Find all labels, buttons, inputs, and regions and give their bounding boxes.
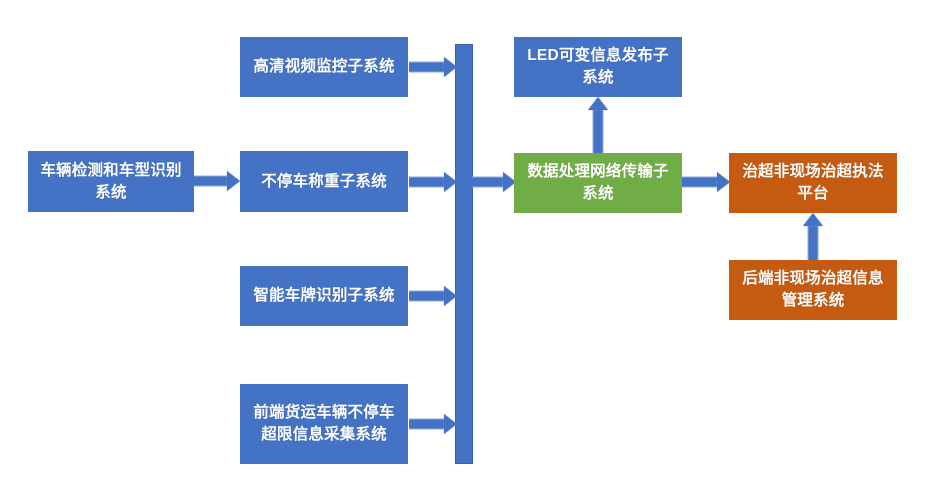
connector-arrow-data-processing-to-led	[588, 97, 608, 154]
node-smart-plate-recognition[interactable]: 智能车牌识别子系统	[240, 266, 408, 326]
connector-arrow-hd-video-to-bus	[409, 57, 457, 77]
node-label: 前端货运车辆不停车超限信息采集系统	[253, 404, 395, 443]
node-label: LED可变信息发布子系统	[527, 47, 669, 86]
arrow-head-icon	[803, 213, 823, 226]
node-data-processing-network[interactable]: 数据处理网络传输子系统	[514, 153, 682, 213]
node-led-info-release[interactable]: LED可变信息发布子系统	[514, 37, 682, 97]
node-backend-info-management[interactable]: 后端非现场治超信息管理系统	[729, 260, 897, 320]
node-label: 治超非现场治超执法平台	[742, 163, 884, 202]
arrow-shaft	[472, 176, 504, 188]
connector-arrow-plate-to-bus	[409, 286, 457, 306]
node-label: 后端非现场治超信息管理系统	[742, 270, 884, 309]
node-hd-video-surveillance[interactable]: 高清视频监控子系统	[240, 37, 408, 97]
arrow-shaft	[409, 290, 445, 302]
arrow-shaft	[409, 418, 445, 430]
connector-arrow-data-processing-to-enforcement	[682, 172, 730, 192]
node-enforcement-platform[interactable]: 治超非现场治超执法平台	[729, 153, 897, 213]
node-label: 高清视频监控子系统	[253, 58, 395, 75]
node-front-end-overload-collection[interactable]: 前端货运车辆不停车超限信息采集系统	[240, 384, 408, 464]
node-label: 数据处理网络传输子系统	[527, 163, 669, 202]
arrow-shaft	[592, 109, 604, 154]
connector-arrow-bus-to-data-processing	[472, 172, 516, 192]
node-vehicle-detection[interactable]: 车辆检测和车型识别系统	[28, 151, 194, 212]
arrow-shaft	[682, 176, 718, 188]
arrow-shaft	[409, 61, 445, 73]
connector-arrow-weigh-to-bus	[409, 172, 457, 192]
arrow-shaft	[194, 175, 228, 187]
arrow-shaft	[409, 176, 445, 188]
arrow-head-icon	[444, 57, 457, 77]
node-label: 智能车牌识别子系统	[253, 287, 395, 304]
arrow-head-icon	[444, 172, 457, 192]
node-label: 车辆检测和车型识别系统	[40, 161, 182, 201]
connector-arrow-front-end-to-bus	[409, 414, 457, 434]
arrow-head-icon	[503, 172, 516, 192]
arrow-head-icon	[717, 172, 730, 192]
arrow-shaft	[807, 225, 819, 261]
arrow-head-icon	[444, 414, 457, 434]
vertical-bus-bar	[455, 44, 473, 464]
node-label: 不停车称重子系统	[261, 172, 387, 190]
connector-arrow-backend-to-enforcement	[803, 213, 823, 261]
node-weigh-in-motion[interactable]: 不停车称重子系统	[240, 151, 408, 212]
connector-arrow-vehicle-detection-to-weigh	[194, 171, 240, 191]
arrow-head-icon	[588, 97, 608, 110]
arrow-head-icon	[444, 286, 457, 306]
arrow-head-icon	[227, 171, 240, 191]
